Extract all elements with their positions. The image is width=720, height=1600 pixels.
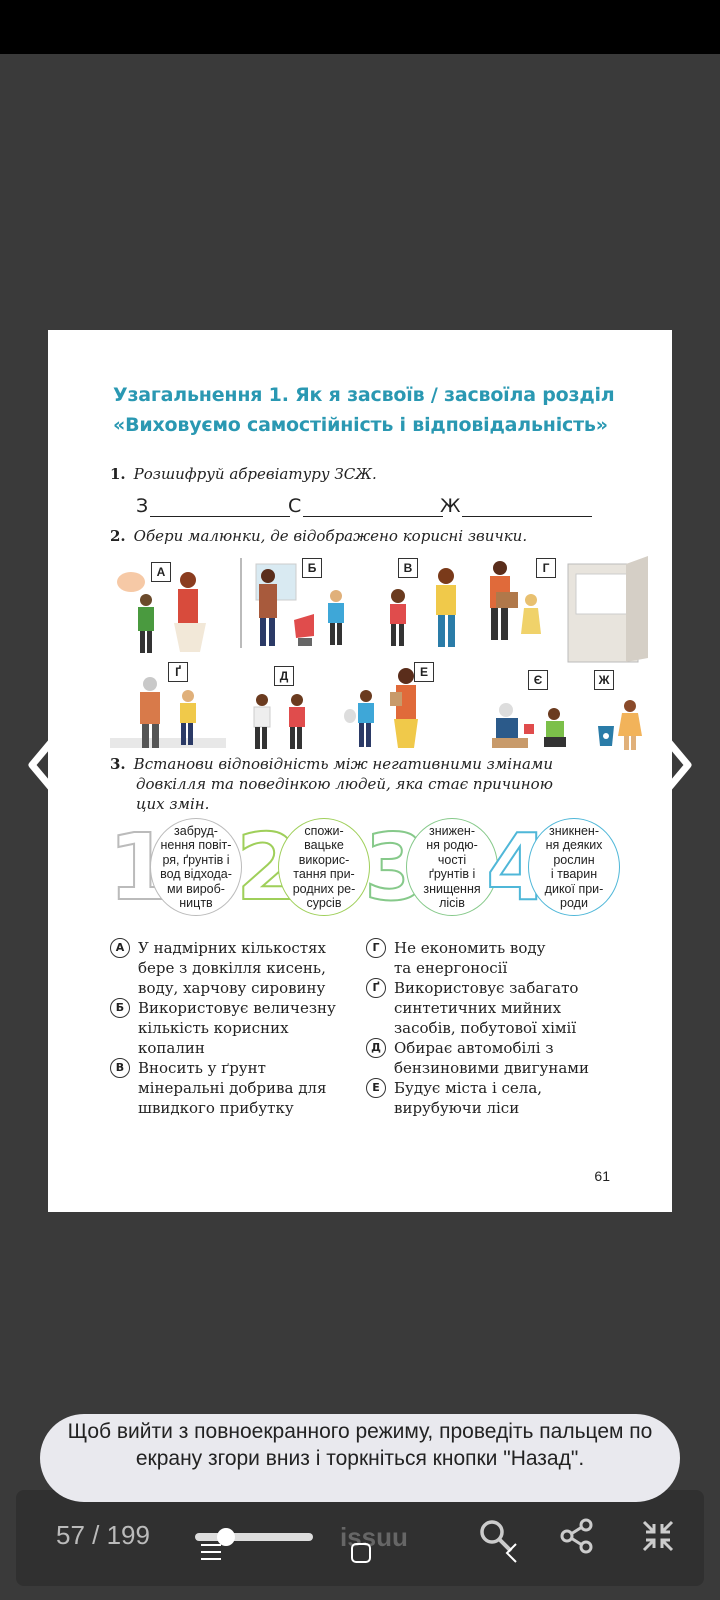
picture-b: Б xyxy=(240,558,360,658)
page-title: Узагальнення 1. Як я засвоїв / засвоїла … xyxy=(113,380,633,440)
home-icon[interactable] xyxy=(350,1542,372,1564)
picture-g-hard: Ґ xyxy=(108,662,228,754)
picture-zh: Ж xyxy=(588,670,648,754)
fullscreen-exit-hint: Щоб вийти з повноекранного режиму, прове… xyxy=(40,1414,680,1502)
abbr-zh: Ж xyxy=(440,495,593,517)
title-line-2: «Виховуємо самостійність і відповідальні… xyxy=(113,414,608,436)
change-2: 2 спожи- вацьке викорис- тання при- родн… xyxy=(235,818,378,918)
question-1-text: Розшифруй абревіатуру ЗСЖ. xyxy=(133,465,377,483)
question-3-line-3: цих змін. xyxy=(136,795,210,813)
question-3-line-1: Встанови відповідність між негативними з… xyxy=(133,755,554,773)
change-4: 4 зникнен- ня деяких рослин і тварин дик… xyxy=(485,818,628,918)
change-2-text: спожи- вацьке викорис- тання при- родних… xyxy=(278,818,370,916)
page-slider-handle[interactable] xyxy=(217,1528,235,1546)
question-3: 3. Встанови відповідність між негативними… xyxy=(110,754,610,814)
exit-fullscreen-icon[interactable] xyxy=(640,1518,676,1554)
question-1: 1. Розшифруй абревіатуру ЗСЖ. xyxy=(110,464,377,484)
search-icon[interactable] xyxy=(478,1518,514,1554)
next-page-button[interactable] xyxy=(656,730,696,800)
viewer-toolbar xyxy=(16,1490,704,1586)
change-4-text: зникнен- ня деяких рослин і тварин дикої… xyxy=(528,818,620,916)
change-1: 1 забруд- нення повіт- ря, ґрунтів і вод… xyxy=(107,818,250,918)
change-3: 3 знижен- ня родю- чості ґрунтів і знище… xyxy=(363,818,506,918)
page-number: 61 xyxy=(594,1168,610,1184)
picture-d: Д xyxy=(252,666,352,754)
document-page: Узагальнення 1. Як я засвоїв / засвоїла … xyxy=(48,330,672,1212)
menu-icon[interactable] xyxy=(200,1542,222,1562)
chevron-left-icon xyxy=(28,731,61,799)
question-2-text: Обери малюнки, де відображено корисні зв… xyxy=(133,527,528,545)
share-icon[interactable] xyxy=(560,1518,594,1554)
picture-g: Г xyxy=(478,554,648,664)
picture-ye: Є xyxy=(488,670,578,754)
hint-text: Щоб вийти з повноекранного режиму, прове… xyxy=(67,1420,653,1470)
chevron-right-icon xyxy=(659,731,692,799)
abbr-z: З xyxy=(136,495,291,517)
picture-a: А xyxy=(116,562,226,662)
title-line-1: Узагальнення 1. Як я засвоїв / засвоїла … xyxy=(113,384,615,406)
back-icon[interactable] xyxy=(504,1542,520,1564)
picture-e: Е xyxy=(344,662,454,754)
change-3-text: знижен- ня родю- чості ґрунтів і знищенн… xyxy=(406,818,498,916)
page-slider[interactable] xyxy=(195,1533,313,1541)
previous-page-button[interactable] xyxy=(24,730,64,800)
question-1-number: 1. xyxy=(110,465,126,483)
abbr-s: С xyxy=(288,495,444,517)
picture-v: В xyxy=(378,558,488,658)
question-2: 2. Обери малюнки, де відображено корисні … xyxy=(110,526,527,546)
status-bar xyxy=(0,0,720,54)
question-3-line-2: довкілля та поведінкою людей, яка стає п… xyxy=(136,775,553,793)
question-2-number: 2. xyxy=(110,527,126,545)
change-1-text: забруд- нення повіт- ря, ґрунтів і вод в… xyxy=(150,818,242,916)
page-counter: 57 / 199 xyxy=(56,1520,150,1550)
question-3-number: 3. xyxy=(110,755,126,773)
